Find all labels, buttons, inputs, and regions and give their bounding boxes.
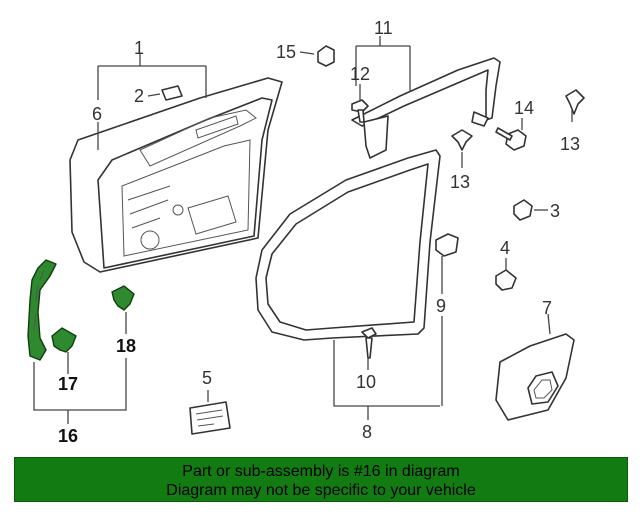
callout-3: 3	[550, 201, 560, 221]
parts-diagram: 1 2 6 11 12 15 14 13 13 3 4 7 9 10 8 5 1…	[27, 18, 585, 446]
callout-11: 11	[374, 18, 393, 38]
callout-labels: 1 2 6 11 12 15 14 13 13 3 4 7 9 10 8 5 1…	[58, 18, 580, 446]
part-18-highlighted-clip	[111, 285, 135, 311]
info-banner: Part or sub-assembly is #16 in diagram D…	[14, 457, 628, 502]
callout-4: 4	[500, 238, 510, 258]
callout-12: 12	[350, 64, 370, 84]
part-3-plug	[513, 199, 533, 221]
part-13-clip-b	[565, 89, 585, 115]
callout-9: 9	[436, 296, 446, 316]
banner-line-2: Diagram may not be specific to your vehi…	[166, 482, 476, 499]
callout-16: 16	[58, 426, 78, 446]
part-4-plug	[495, 269, 517, 291]
label-plate	[189, 401, 231, 435]
callout-13-left: 13	[450, 172, 470, 192]
window-frame-molding	[351, 57, 501, 159]
callout-6: 6	[92, 104, 102, 124]
banner-line-1: Part or sub-assembly is #16 in diagram	[182, 463, 460, 480]
door-weatherstrip	[255, 149, 441, 341]
part-10-screw	[361, 327, 377, 359]
leader-lines	[33, 36, 573, 424]
callout-15: 15	[276, 42, 296, 62]
callout-10: 10	[356, 372, 376, 392]
part-13-clip-a	[451, 129, 473, 151]
callout-2: 2	[134, 86, 144, 106]
part-12-clip	[351, 99, 369, 123]
callout-17: 17	[58, 374, 78, 394]
part-16-highlighted-seal	[27, 259, 57, 361]
door-shell	[69, 77, 283, 273]
callout-1: 1	[134, 38, 144, 58]
callout-7: 7	[542, 298, 552, 318]
callout-8: 8	[362, 422, 372, 442]
part-14-bolt	[495, 127, 527, 151]
callout-5: 5	[202, 368, 212, 388]
part-9-cap	[435, 233, 459, 257]
callout-18: 18	[116, 336, 136, 356]
part-15-clip	[317, 45, 335, 67]
part-17-highlighted-clip	[51, 327, 77, 353]
callout-14: 14	[514, 98, 534, 118]
service-hole-cover	[495, 333, 575, 421]
part-2-block	[161, 85, 183, 101]
callout-13-right: 13	[560, 134, 580, 154]
